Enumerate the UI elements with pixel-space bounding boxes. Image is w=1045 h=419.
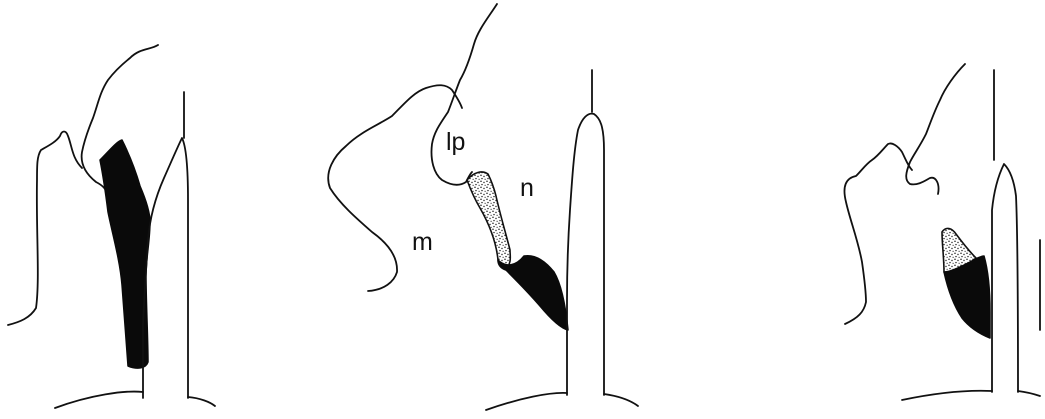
panel-middle: lp n m (328, 4, 638, 410)
right-panel-left-lobe-outline (844, 143, 912, 324)
right-panel-right-column-outline (992, 164, 1018, 392)
middle-panel-black-region (498, 256, 568, 330)
middle-panel-base-line (486, 393, 638, 410)
label-m: m (412, 228, 433, 256)
middle-panel-stippled-region (467, 172, 510, 270)
middle-panel-head-outline (431, 4, 497, 185)
middle-panel-right-column-outline (567, 114, 604, 395)
label-lp: lp (446, 128, 465, 156)
left-panel-left-lobe-outline (8, 132, 82, 326)
middle-panel-left-lobe-outline (328, 85, 462, 291)
right-panel-head-outline (906, 64, 965, 194)
left-panel-right-column-outline (143, 138, 188, 398)
right-panel-base-line (902, 391, 1040, 400)
panel-right (844, 64, 1040, 400)
panel-left (8, 45, 215, 408)
left-panel-base-line (55, 392, 215, 408)
label-n: n (520, 174, 534, 202)
